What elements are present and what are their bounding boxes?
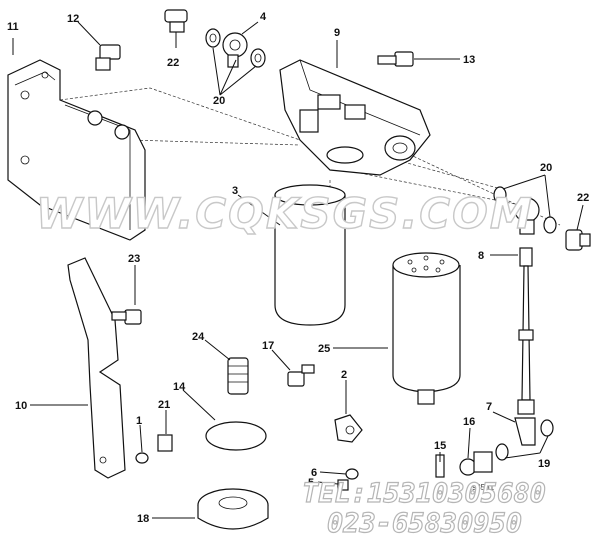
callout-5: 5 — [308, 477, 314, 489]
plug-22-top — [164, 9, 188, 33]
washer-1 — [135, 452, 149, 464]
callout-22-right: 22 — [577, 192, 589, 204]
washer-19-left — [495, 443, 509, 461]
elbow-fitting-7 — [514, 417, 536, 446]
callout-20-top: 20 — [213, 95, 225, 107]
bowl-18 — [197, 488, 269, 530]
spring-24 — [227, 357, 249, 395]
callout-7: 7 — [486, 401, 492, 413]
washer-20-top-right — [250, 48, 266, 68]
callout-20-right: 20 — [540, 162, 552, 174]
washer-20-top-left — [205, 28, 221, 48]
plug-22-right — [565, 229, 591, 251]
callout-8: 8 — [478, 250, 484, 262]
washer-20-right-lower — [543, 216, 557, 234]
bolt-13 — [377, 51, 414, 67]
callout-24: 24 — [192, 331, 205, 343]
callout-19: 19 — [538, 458, 550, 470]
callout-16: 16 — [463, 416, 475, 428]
watermark-phone: 023-65830950 — [327, 508, 522, 539]
washer-20-right-upper — [493, 186, 507, 204]
bolt-23 — [111, 309, 142, 325]
gasket-14 — [205, 421, 267, 451]
callout-18: 18 — [137, 513, 149, 525]
fuel-line-8 — [517, 247, 535, 415]
support-bracket-10 — [67, 257, 126, 479]
callout-21: 21 — [158, 399, 170, 411]
callout-9: 9 — [334, 27, 340, 39]
fuel-water-separator-25 — [392, 252, 461, 405]
callout-1: 1 — [136, 415, 142, 427]
callout-25: 25 — [318, 343, 330, 355]
callout-13: 13 — [463, 54, 475, 66]
bolt-12 — [95, 44, 121, 71]
bolt-17 — [287, 364, 315, 387]
leader-lines — [12, 21, 584, 519]
clamp-2 — [334, 414, 363, 443]
elbow-fitting-right — [514, 197, 540, 235]
screw-5 — [337, 479, 349, 491]
callout-2: 2 — [341, 369, 347, 381]
washer-19-right — [540, 419, 554, 437]
watermark-tel: TEL:15310305680 — [302, 478, 546, 509]
figure-reference: fs3561 — [470, 483, 495, 492]
callout-4: 4 — [260, 11, 267, 23]
callout-labels: 11 12 22 4 20 9 13 20 22 8 3 23 24 14 10… — [7, 11, 589, 525]
mounting-bracket — [7, 59, 146, 241]
callout-12: 12 — [67, 13, 79, 25]
callout-11: 11 — [7, 21, 19, 33]
callout-23: 23 — [128, 253, 140, 265]
callout-22-top: 22 — [167, 57, 179, 69]
drain-valve-16 — [459, 451, 493, 476]
bolt-21 — [157, 434, 173, 452]
fuel-filter-3 — [274, 184, 346, 326]
callout-3: 3 — [232, 185, 238, 197]
watermark-site: WWW.CQKSGS.COM — [36, 189, 534, 238]
callout-6: 6 — [311, 467, 317, 479]
callout-10: 10 — [15, 400, 27, 412]
callout-15: 15 — [434, 440, 446, 452]
banjo-fitting-4 — [222, 32, 248, 68]
callout-14: 14 — [173, 381, 186, 393]
callout-17: 17 — [262, 340, 274, 352]
filter-head — [279, 59, 431, 176]
